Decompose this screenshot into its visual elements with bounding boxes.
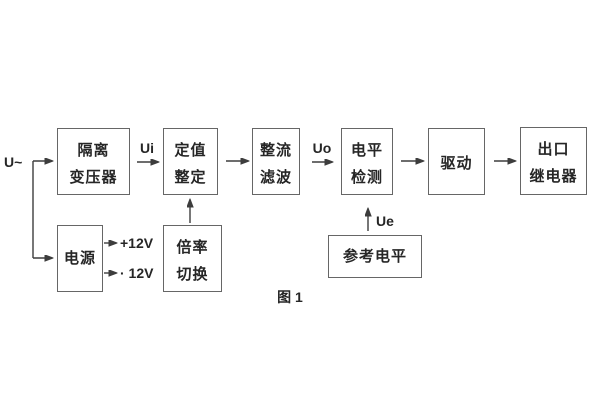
block-label-line: 参考电平 xyxy=(342,248,407,265)
block-label-line: 整流 xyxy=(259,141,292,159)
figure-caption: 图 1 xyxy=(277,289,303,305)
block-label-line: 隔离 xyxy=(77,141,110,159)
block-label-line: 切换 xyxy=(176,265,209,283)
block-label-line: 定值 xyxy=(174,141,207,159)
block-label-line: 驱动 xyxy=(440,155,473,172)
block-label-line: 继电器 xyxy=(529,168,578,185)
block-label-line: 出口 xyxy=(537,141,570,158)
block-rectifier-filter: 整流 滤波 xyxy=(252,128,300,195)
block-isolation-transformer: 隔离 变压器 xyxy=(57,128,130,195)
block-label-line: 整定 xyxy=(174,168,207,186)
label-ui: Ui xyxy=(140,140,154,156)
block-label-line: 倍率 xyxy=(176,238,209,256)
label-plus-12v: +12V xyxy=(120,235,154,251)
block-label-line: 滤波 xyxy=(259,168,292,186)
block-label-line: 检测 xyxy=(350,168,383,186)
block-driver: 驱动 xyxy=(428,128,485,195)
block-label-line: 变压器 xyxy=(69,168,118,186)
block-power-supply: 电源 xyxy=(57,225,103,292)
block-label-line: 电源 xyxy=(63,250,96,267)
block-reference-level: 参考电平 xyxy=(328,235,422,278)
block-ratio-switch: 倍率 切换 xyxy=(163,225,222,292)
block-label-line: 电平 xyxy=(350,141,383,159)
label-uo: Uo xyxy=(312,140,332,156)
label-minus-12v: · 12V xyxy=(120,265,154,281)
label-input-voltage: U~ xyxy=(4,154,23,170)
block-setting-adjust: 定值 整定 xyxy=(163,128,218,195)
label-ue: Ue xyxy=(376,213,394,229)
block-output-relay: 出口 继电器 xyxy=(520,127,587,195)
block-level-detect: 电平 检测 xyxy=(341,128,393,195)
